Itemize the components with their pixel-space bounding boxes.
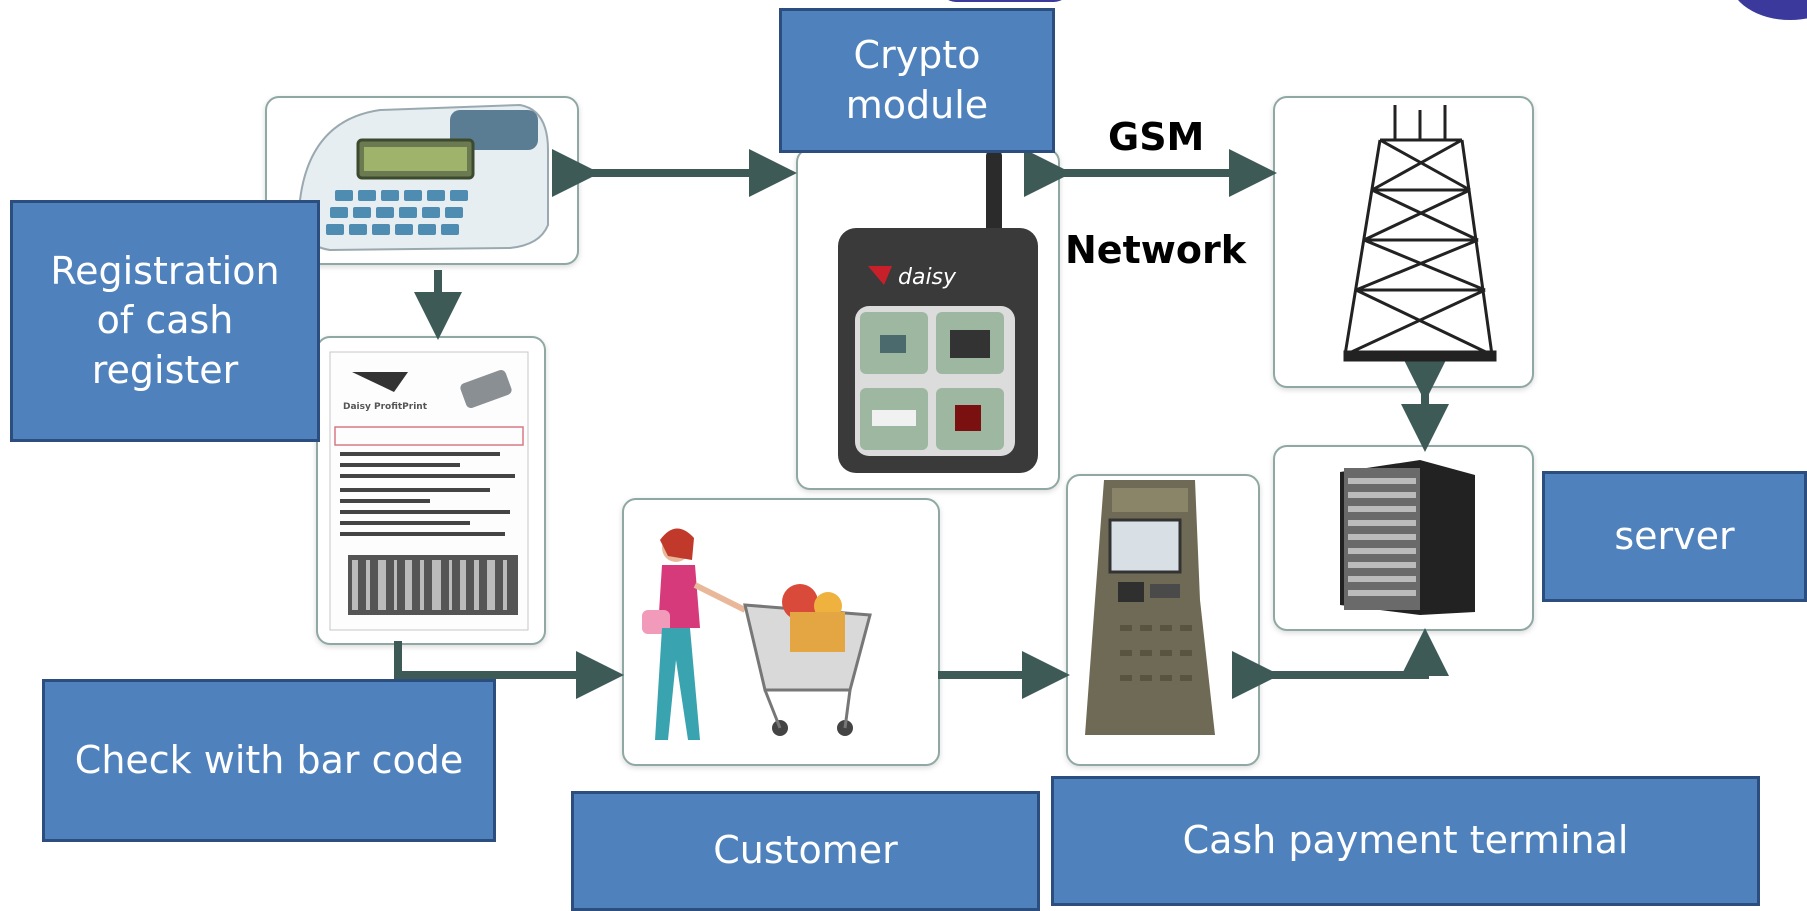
customer-label: Customer: [571, 791, 1040, 911]
server-label: server: [1542, 471, 1807, 602]
cash-register-icon: [298, 103, 549, 252]
receipt-icon: [329, 351, 529, 631]
arrow-terminal-server: [1232, 628, 1449, 699]
network-label: Network: [1065, 228, 1246, 272]
crypto-device-icon: [838, 150, 1038, 473]
receipt-brand-text: Daisy ProfitPrint: [343, 402, 428, 412]
customer-icon: [642, 528, 872, 740]
device-brand-text: daisy: [898, 265, 957, 290]
terminal-icon: [1085, 480, 1215, 735]
server-icon: [1340, 460, 1475, 615]
cash-payment-terminal-label: Cash payment terminal: [1051, 776, 1760, 906]
top-heading-fragment: [940, 0, 1070, 2]
arrow-receipt-customer: [394, 641, 624, 699]
gsm-label: GSM: [1108, 115, 1205, 159]
crypto-module-label: Crypto module: [779, 8, 1055, 153]
check-with-bar-code-label: Check with bar code: [42, 679, 496, 842]
tower-icon: [1343, 105, 1497, 362]
registration-label: Registration of cash register: [10, 200, 320, 442]
arrows: [394, 149, 1449, 699]
